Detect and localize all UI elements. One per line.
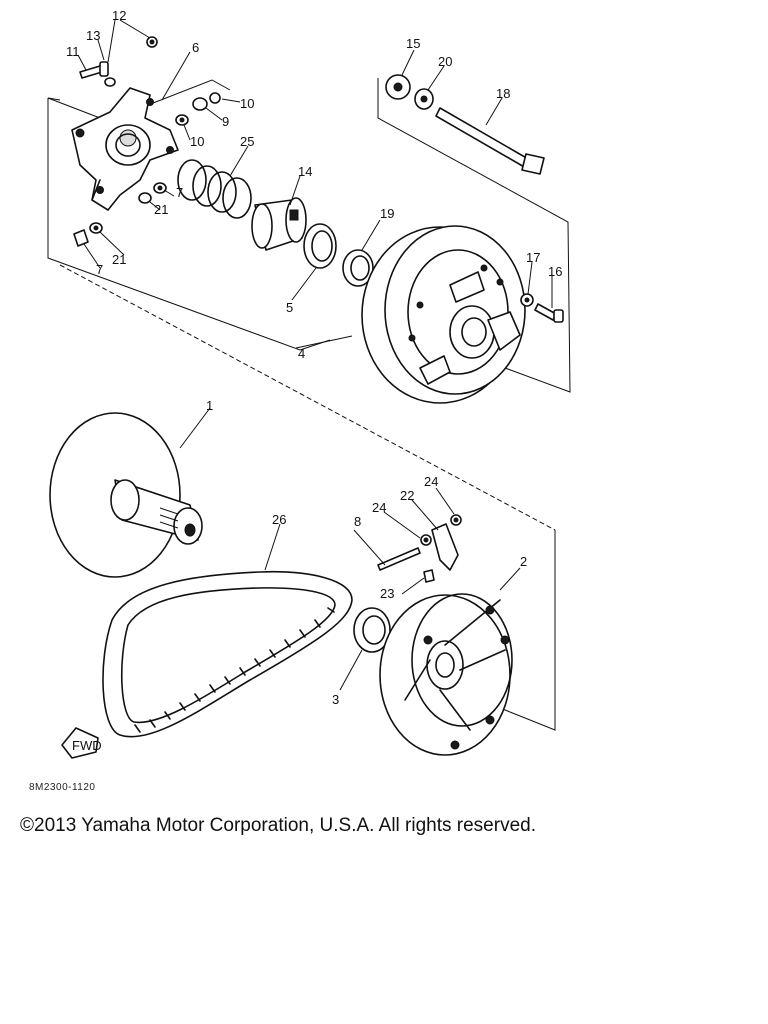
callout-18: 18 <box>496 86 510 101</box>
callout-15: 15 <box>406 36 420 51</box>
callout-8: 8 <box>354 514 361 529</box>
arm-pin-hardware <box>377 514 462 583</box>
cap-hardware <box>73 36 221 247</box>
center-bolt-hardware <box>385 74 545 175</box>
sleeve-part <box>251 197 307 251</box>
callout-24a: 24 <box>372 500 386 515</box>
secondary-bushing-part <box>353 607 391 653</box>
callout-10a: 10 <box>240 96 254 111</box>
movable-sheave-part <box>361 225 526 404</box>
sheave-bolt-hardware <box>520 293 564 323</box>
collar-part <box>342 249 374 287</box>
callout-7b: 7 <box>96 262 103 277</box>
callout-26: 26 <box>272 512 286 527</box>
weight-arm-assembly-part <box>379 593 513 756</box>
callout-3: 3 <box>332 692 339 707</box>
callout-14: 14 <box>298 164 312 179</box>
callout-19: 19 <box>380 206 394 221</box>
drive-belt-part <box>102 570 353 738</box>
callout-4: 4 <box>298 346 305 361</box>
callout-21b: 21 <box>112 252 126 267</box>
callout-20: 20 <box>438 54 452 69</box>
bushing-part <box>303 223 337 269</box>
callout-16: 16 <box>548 264 562 279</box>
assembly-bracket-lines <box>47 78 571 731</box>
callout-25: 25 <box>240 134 254 149</box>
callout-leader-lines <box>77 19 553 691</box>
sheave-cap-part <box>71 87 179 211</box>
forward-tag-label: FWD <box>72 738 102 753</box>
callout-9: 9 <box>222 114 229 129</box>
fixed-sheave-part <box>49 412 203 578</box>
callout-21a: 21 <box>154 202 168 217</box>
callout-22: 22 <box>400 488 414 503</box>
callout-7a: 7 <box>176 185 183 200</box>
callout-1: 1 <box>206 398 213 413</box>
forward-direction-arrow: FWD <box>61 727 102 759</box>
callout-10b: 10 <box>190 134 204 149</box>
callout-5: 5 <box>286 300 293 315</box>
callout-23: 23 <box>380 586 394 601</box>
callout-24b: 24 <box>424 474 438 489</box>
drawing-code-label: 8M2300-1120 <box>29 782 96 793</box>
spring-part <box>177 159 252 219</box>
callout-labels: 1 2 3 4 5 6 7 7 8 9 10 10 11 12 13 14 15… <box>66 8 562 707</box>
callout-17: 17 <box>526 250 540 265</box>
callout-6: 6 <box>192 40 199 55</box>
callout-13: 13 <box>86 28 100 43</box>
callout-12: 12 <box>112 8 126 23</box>
copyright-notice: ©2013 Yamaha Motor Corporation, U.S.A. A… <box>20 815 536 836</box>
callout-2: 2 <box>520 554 527 569</box>
callout-11: 11 <box>66 44 80 59</box>
exploded-parts-diagram: FWD <box>47 8 571 759</box>
